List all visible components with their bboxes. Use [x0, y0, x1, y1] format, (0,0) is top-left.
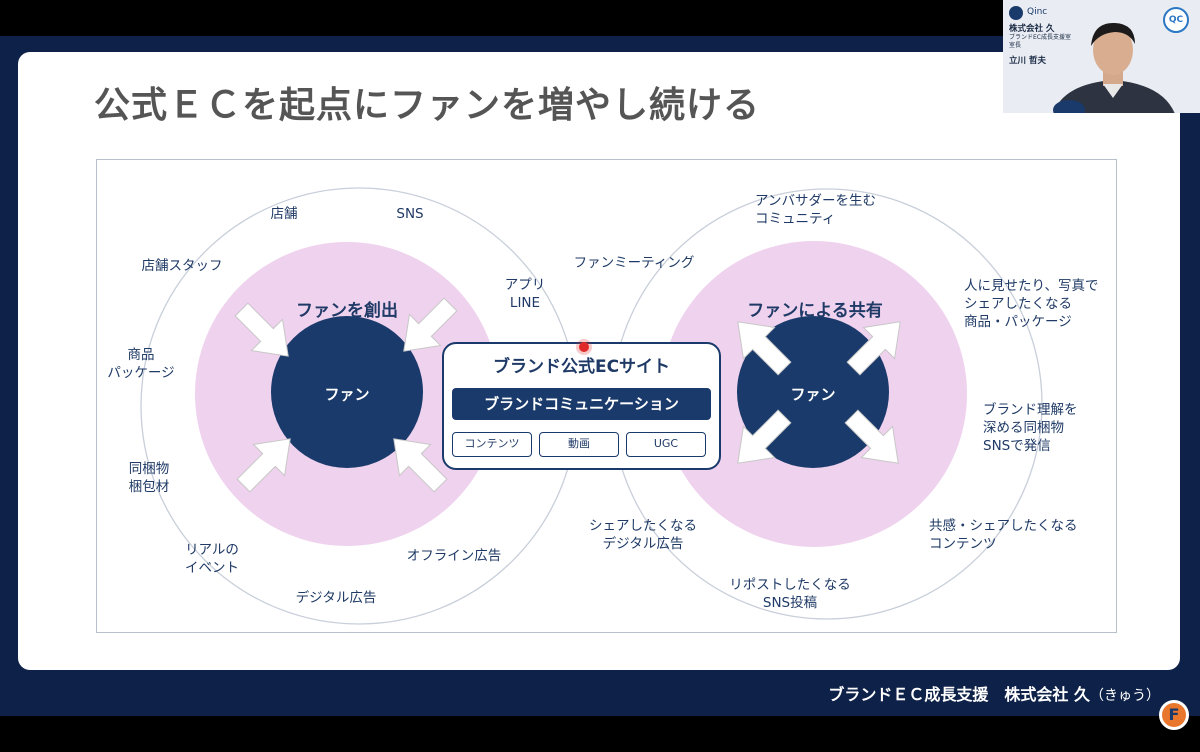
pip-role-line1: ブランドEC成長支援室 — [1009, 34, 1071, 41]
touchpoint-app-line: アプリ LINE — [504, 277, 546, 311]
touchpoint-digital-ad: デジタル広告 — [295, 590, 377, 606]
pip-corner-badge: QC — [1163, 7, 1189, 33]
left-fan-core — [271, 316, 423, 468]
footer-credit: ブランドＥＣ成長支援 株式会社 久（きゅう） — [828, 681, 1160, 705]
footer-yomi: （きゅう） — [1090, 688, 1160, 704]
left-fan-label: ファン — [324, 385, 370, 404]
touchpoint-enclosure: 同梱物 梱包材 — [128, 461, 170, 495]
left-inward-arrows — [234, 297, 458, 493]
diagram-graphics — [140, 187, 1043, 625]
touchpoint-product-package: 商品 パッケージ — [107, 347, 175, 381]
touchpoint-brand-enclosure: ブランド理解を 深める同梱物 SNSで発信 — [983, 402, 1078, 454]
arrow-outward-tr — [846, 321, 901, 376]
arrow-outward-bl — [737, 409, 792, 464]
touchpoint-fan-meeting: ファンミーティング — [573, 255, 695, 271]
touchpoint-store-staff: 店舗スタッフ — [141, 258, 223, 274]
brand-communication-bar: ブランドコミュニケーション — [452, 388, 711, 420]
left-cluster-title: ファンを創出 — [296, 301, 398, 321]
chip-video: 動画 — [539, 432, 619, 457]
pip-name: 立川 哲夫 — [1009, 56, 1046, 66]
diagram: ファンを創出 ファンによる共有 ファン ファン 店舗 SNS 店舗スタッフ アプ… — [96, 159, 1117, 633]
arrow-outward-br — [844, 409, 899, 464]
arrow-outward-tl — [737, 321, 792, 376]
pointer-dot — [579, 342, 589, 352]
arrow-inward-bl — [236, 438, 291, 493]
touchpoint-store: 店舗 — [270, 206, 298, 222]
pip-company: 株式会社 久 — [1009, 24, 1055, 34]
touchpoint-ambassador-community: アンバサダーを生む コミュニティ — [755, 193, 876, 227]
right-fan-label: ファン — [790, 385, 836, 404]
arrow-inward-br — [393, 438, 448, 493]
right-cluster-title: ファンによる共有 — [747, 301, 883, 321]
right-outward-arrows — [737, 321, 901, 464]
touchpoint-sns: SNS — [396, 206, 424, 222]
touchpoint-offline-ad: オフライン広告 — [406, 548, 502, 564]
arrow-inward-tl — [234, 302, 289, 357]
company-logo-icon — [1009, 6, 1023, 20]
touchpoint-real-event: リアルの イベント — [185, 542, 239, 576]
pip-role: ブランドEC成長支援室 室長 — [1009, 34, 1071, 50]
touchpoint-repost-sns: リポストしたくなる SNS投稿 — [729, 577, 851, 611]
ec-site-title: ブランド公式ECサイト — [492, 357, 671, 377]
footer-company: ブランドＥＣ成長支援 株式会社 久 — [828, 685, 1090, 704]
pip-logo-text: Qinc — [1027, 7, 1048, 17]
touchpoint-sharable-content: 共感・シェアしたくなる コンテンツ — [929, 518, 1078, 552]
brand-ec-site-box: ブランド公式ECサイト ブランドコミュニケーション コンテンツ 動画 UGC — [442, 342, 721, 470]
f-logo-badge: F — [1159, 700, 1189, 730]
chip-content: コンテンツ — [452, 432, 532, 457]
touchpoint-sharable-package: 人に見せたり、写真で シェアしたくなる 商品・パッケージ — [964, 278, 1099, 330]
presenter-person-icon — [1053, 22, 1175, 113]
slide-title: 公式ＥＣを起点にファンを増やし続ける — [94, 85, 761, 126]
chip-ugc: UGC — [626, 432, 706, 457]
arrow-inward-tr — [403, 297, 458, 352]
touchpoint-sharable-digital-ad: シェアしたくなる デジタル広告 — [589, 518, 697, 552]
pip-role-line2: 室長 — [1009, 42, 1022, 49]
